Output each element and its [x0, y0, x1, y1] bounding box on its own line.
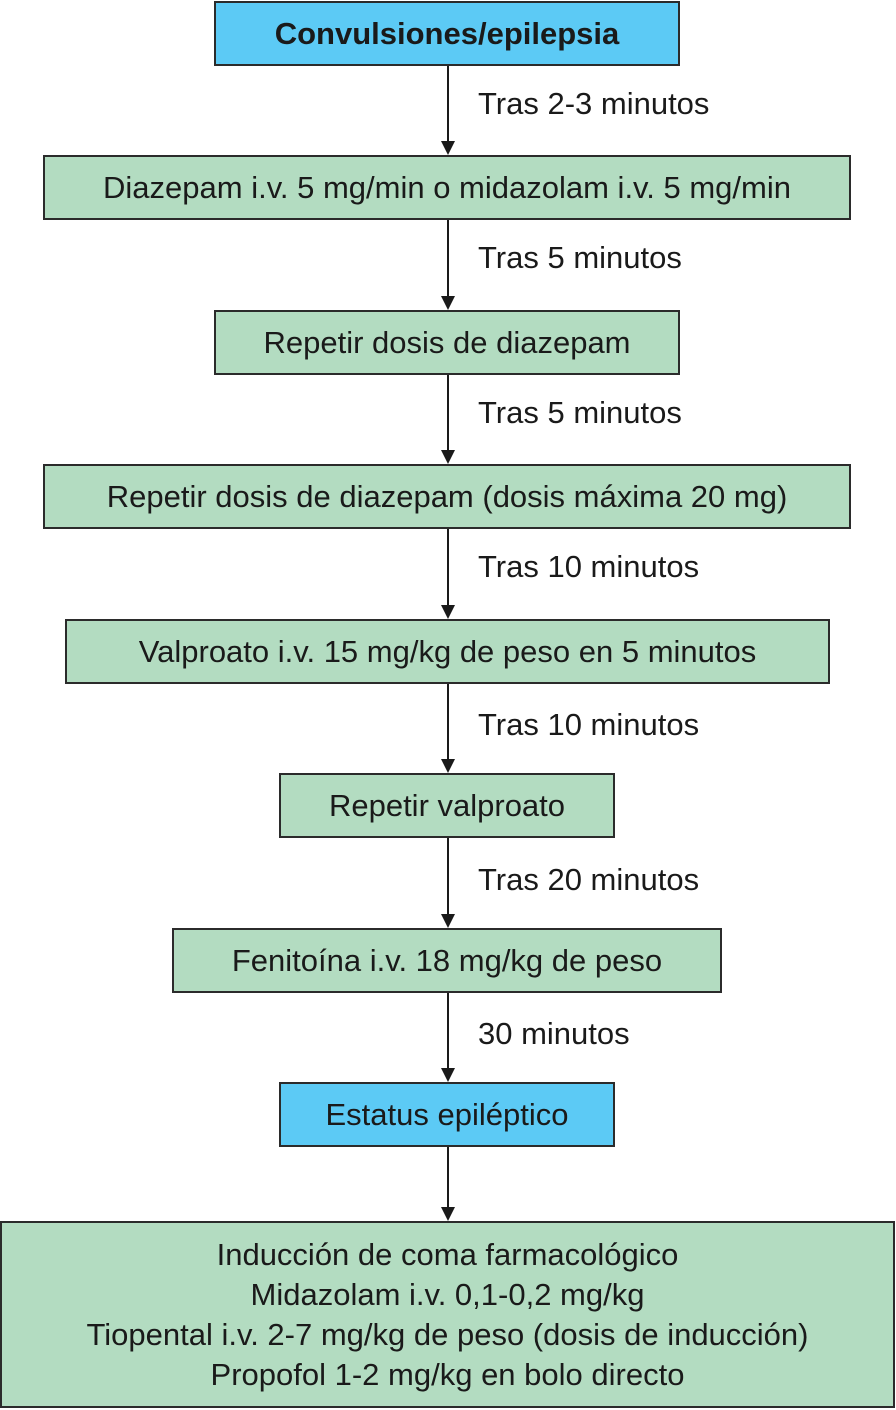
coma-line-3: Tiopental i.v. 2-7 mg/kg de peso (dosis …: [86, 1316, 809, 1352]
node-coma-induction: Inducción de coma farmacológico Midazola…: [0, 1221, 895, 1408]
node-status-epilepticus: Estatus epiléptico: [279, 1082, 615, 1147]
coma-line-2: Midazolam i.v. 0,1-0,2 mg/kg: [250, 1276, 645, 1312]
edge-label-2: Tras 5 minutos: [478, 240, 682, 275]
edge-label-7: 30 minutos: [478, 1016, 630, 1051]
node-repeat-valproate: Repetir valproato: [279, 773, 615, 838]
arrow-1: [441, 66, 455, 155]
edge-label-4: Tras 10 minutos: [478, 549, 700, 584]
arrow-5: [441, 684, 455, 773]
node-phenytoin: Fenitoína i.v. 18 mg/kg de peso: [172, 928, 722, 993]
node-diazepam: Diazepam i.v. 5 mg/min o midazolam i.v. …: [43, 155, 851, 220]
coma-line-1: Inducción de coma farmacológico: [216, 1236, 679, 1272]
arrow-7: [441, 993, 455, 1082]
arrow-2: [441, 220, 455, 310]
edge-label-1: Tras 2-3 minutos: [478, 86, 710, 121]
node-valproate: Valproato i.v. 15 mg/kg de peso en 5 min…: [65, 619, 830, 684]
edge-label-3: Tras 5 minutos: [478, 395, 682, 430]
node-repeat-diazepam: Repetir dosis de diazepam: [214, 310, 680, 375]
arrow-4: [441, 529, 455, 619]
coma-line-4: Propofol 1-2 mg/kg en bolo directo: [210, 1356, 685, 1392]
edge-label-5: Tras 10 minutos: [478, 707, 700, 742]
arrow-6: [441, 838, 455, 928]
arrow-8: [441, 1147, 455, 1221]
arrow-3: [441, 375, 455, 464]
node-start-convulsiones: Convulsiones/epilepsia: [214, 1, 680, 66]
edge-label-6: Tras 20 minutos: [478, 862, 700, 897]
node-repeat-diazepam-max: Repetir dosis de diazepam (dosis máxima …: [43, 464, 851, 529]
